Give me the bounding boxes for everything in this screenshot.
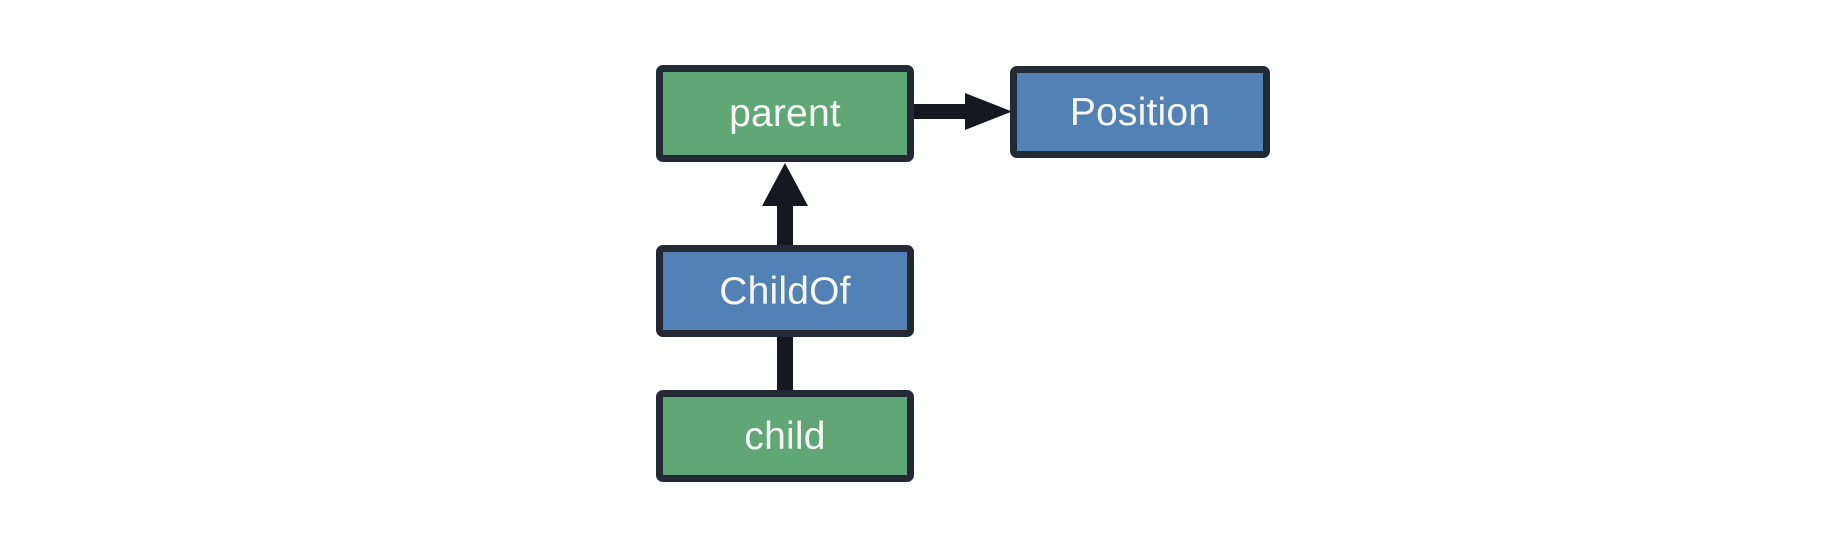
node-parent[interactable]: parent bbox=[656, 65, 914, 162]
node-child-label: child bbox=[744, 414, 826, 458]
edge-childof-to-parent bbox=[762, 163, 808, 246]
node-position-label: Position bbox=[1069, 90, 1211, 134]
node-position[interactable]: Position bbox=[1010, 66, 1270, 158]
edge-child-to-childof bbox=[777, 334, 793, 392]
edge-parent-to-position bbox=[912, 93, 1012, 130]
node-child[interactable]: child bbox=[656, 390, 914, 482]
node-childof[interactable]: ChildOf bbox=[656, 245, 914, 337]
node-parent-label: parent bbox=[729, 92, 841, 135]
node-childof-label: ChildOf bbox=[719, 269, 851, 313]
